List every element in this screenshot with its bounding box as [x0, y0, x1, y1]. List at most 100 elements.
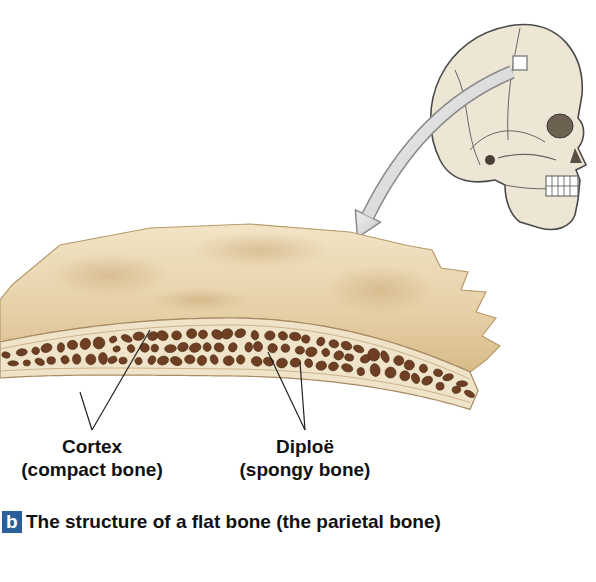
marrow-space: [404, 360, 415, 370]
marrow-space: [119, 357, 127, 364]
marrow-space: [133, 331, 145, 341]
marrow-space: [315, 336, 326, 348]
marrow-space: [352, 344, 365, 355]
marrow-space: [264, 330, 276, 341]
spongy-bone-spaces: [1, 327, 476, 399]
surface-shade: [190, 232, 330, 268]
marrow-space: [78, 337, 92, 352]
marrow-space: [418, 363, 429, 374]
marrow-space: [209, 353, 220, 365]
leader-lines: [80, 330, 305, 430]
marrow-space: [303, 357, 314, 368]
marrow-space: [463, 389, 475, 399]
leader-line: [268, 352, 305, 430]
marrow-space: [16, 348, 28, 356]
marrow-space: [220, 327, 235, 341]
marrow-space: [164, 344, 176, 353]
ear-canal: [485, 155, 495, 165]
teeth-lines: [546, 176, 578, 196]
marrow-space: [92, 336, 106, 350]
orbit: [547, 114, 573, 138]
marrow-space: [236, 355, 245, 365]
marrow-space: [244, 342, 253, 353]
marrow-space: [385, 367, 396, 378]
marrow-space: [184, 355, 195, 365]
marrow-space: [250, 330, 259, 341]
teeth: [546, 176, 578, 196]
marrow-space: [120, 333, 133, 344]
marrow-space: [340, 340, 353, 352]
marrow-space: [356, 367, 365, 377]
marrow-space: [369, 363, 381, 377]
marrow-space: [250, 355, 264, 368]
marrow-space: [177, 341, 190, 353]
nasal-cavity: [570, 148, 582, 163]
marrow-space: [252, 340, 263, 352]
marrow-space: [327, 361, 339, 372]
marrow-space: [433, 368, 444, 378]
skull-outline: [431, 25, 586, 230]
panel-letter: b: [2, 511, 22, 533]
coronal-suture: [508, 28, 520, 140]
marrow-space: [301, 334, 311, 344]
surface-shade: [50, 253, 170, 297]
marrow-space: [147, 355, 157, 366]
marrow-space: [234, 327, 247, 339]
magnify-arrow: [355, 72, 512, 238]
cortex-boundary: [0, 368, 470, 402]
marrow-space: [223, 355, 235, 365]
marrow-space: [456, 381, 467, 387]
flat-bone-illustration: [0, 224, 500, 409]
marrow-space: [379, 350, 391, 364]
marrow-space: [410, 372, 421, 385]
marrow-space: [169, 355, 183, 367]
marrow-space: [275, 357, 288, 369]
marrow-space: [340, 362, 353, 373]
leader-line: [80, 392, 92, 430]
marrow-space: [47, 357, 56, 365]
marrow-space: [40, 342, 54, 354]
zygomatic-arch: [498, 154, 556, 160]
skull-illustration: [431, 25, 586, 230]
marrow-space: [57, 342, 65, 352]
marrow-space: [86, 354, 96, 365]
marrow-space: [171, 330, 182, 340]
marrow-space: [34, 357, 46, 367]
marrow-space: [108, 335, 118, 344]
marrow-space: [156, 355, 169, 366]
marrow-space: [277, 330, 289, 342]
marrow-space: [420, 374, 434, 386]
marrow-space: [60, 354, 71, 365]
marrow-space: [366, 347, 381, 363]
marrow-space: [188, 342, 202, 354]
marrow-space: [213, 341, 226, 353]
marrow-space: [155, 329, 169, 342]
bone-cross-section: [0, 318, 478, 409]
marrow-space: [436, 382, 445, 390]
marrow-space: [197, 329, 209, 341]
marrow-space: [150, 344, 159, 353]
marrow-space: [8, 361, 19, 367]
marrow-space: [72, 354, 81, 365]
arrow-outline: [368, 72, 512, 216]
cortex-boundary: [0, 325, 470, 379]
leader-line: [300, 362, 305, 430]
leader-line: [92, 330, 150, 430]
surface-shade: [150, 288, 250, 312]
squamous-suture: [470, 131, 545, 150]
marrow-space: [31, 346, 41, 356]
marrow-space: [1, 351, 11, 359]
marrow-space: [332, 349, 345, 361]
marrow-space: [98, 352, 108, 365]
marrow-space: [295, 346, 305, 355]
marrow-space: [107, 355, 118, 365]
marrow-space: [398, 369, 411, 382]
marrow-space: [344, 353, 354, 361]
marrow-space: [393, 354, 405, 366]
surface-shade: [325, 265, 435, 315]
figure-caption: The structure of a flat bone (the pariet…: [26, 511, 441, 534]
marrow-space: [67, 340, 77, 349]
marrow-space: [280, 343, 290, 353]
marrow-space: [315, 360, 327, 371]
